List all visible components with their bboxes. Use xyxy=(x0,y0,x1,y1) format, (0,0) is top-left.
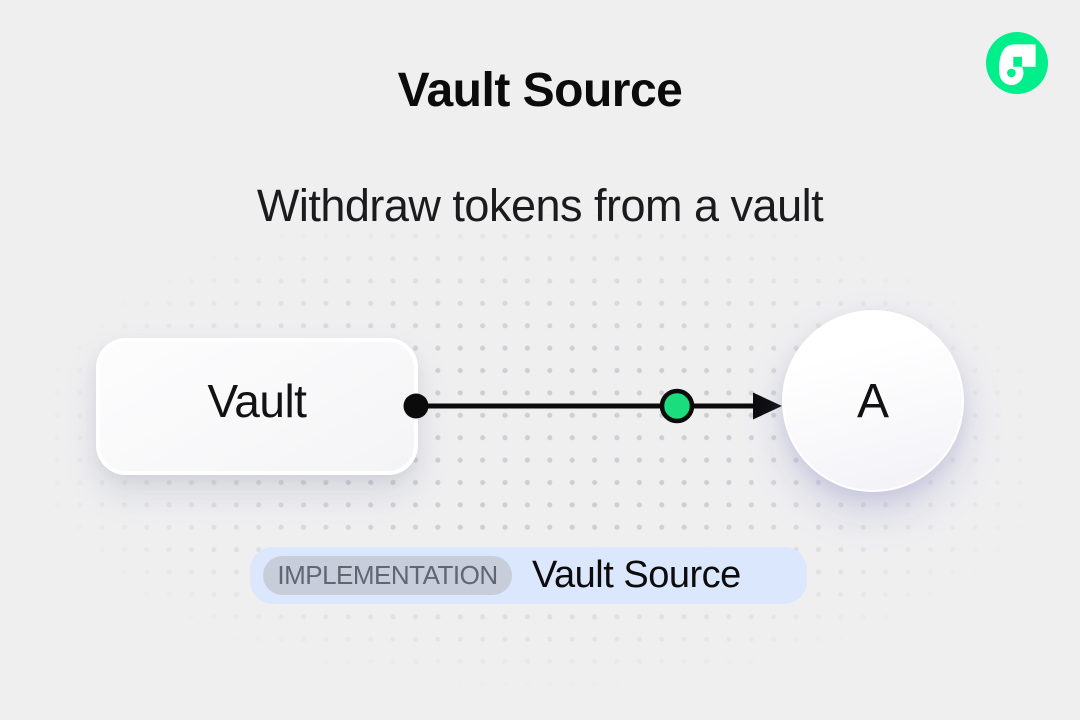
account-node: A xyxy=(782,310,964,492)
page-subtitle: Withdraw tokens from a vault xyxy=(256,180,824,231)
edge-arrow xyxy=(403,388,782,424)
edge-start-dot xyxy=(403,393,429,419)
implementation-tag: IMPLEMENTATION xyxy=(263,556,512,595)
arrowhead-icon xyxy=(753,392,782,420)
implementation-badge: IMPLEMENTATION Vault Source xyxy=(250,547,807,604)
vault-node-label: Vault xyxy=(207,374,307,427)
edge-token-dot xyxy=(659,388,695,424)
badge-label: Vault Source xyxy=(532,554,741,596)
vault-node: Vault xyxy=(96,338,418,475)
page-title: Vault Source xyxy=(397,64,683,117)
flow-logo-icon xyxy=(986,32,1048,94)
account-node-label: A xyxy=(856,374,889,428)
